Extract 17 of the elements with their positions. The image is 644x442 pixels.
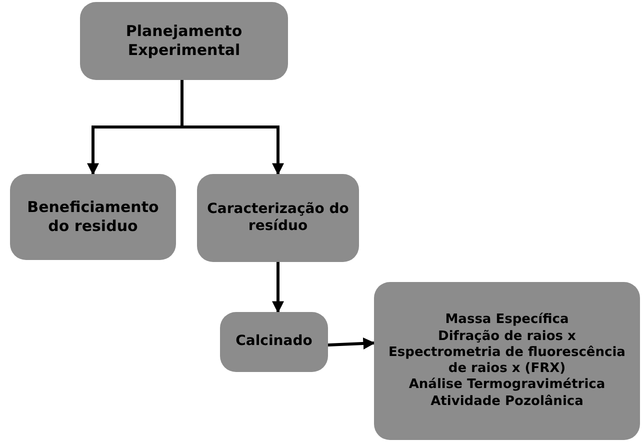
box-text: Análise Termogravimétrica	[408, 377, 606, 394]
arrow	[328, 337, 376, 350]
process-box	[80, 2, 288, 80]
box-text: Espectrometria de fluorescência de raios x (FRX)	[388, 344, 626, 378]
process-box	[197, 174, 359, 262]
arrow	[180, 80, 284, 176]
box-text: Calcinado	[236, 333, 312, 351]
box-text: Beneficiamento do residuo	[26, 198, 160, 236]
process-box	[10, 174, 176, 260]
process-box	[220, 312, 328, 372]
box-text: Difração de raios x	[438, 328, 576, 345]
box-text: Atividade Pozolânica	[430, 394, 584, 410]
arrow	[272, 262, 284, 314]
process-box	[374, 282, 640, 440]
box-text: Caracterização do resíduo	[206, 200, 350, 236]
box-text: Planejamento Experimental	[124, 22, 244, 60]
box-text: Massa Específica	[445, 312, 569, 328]
